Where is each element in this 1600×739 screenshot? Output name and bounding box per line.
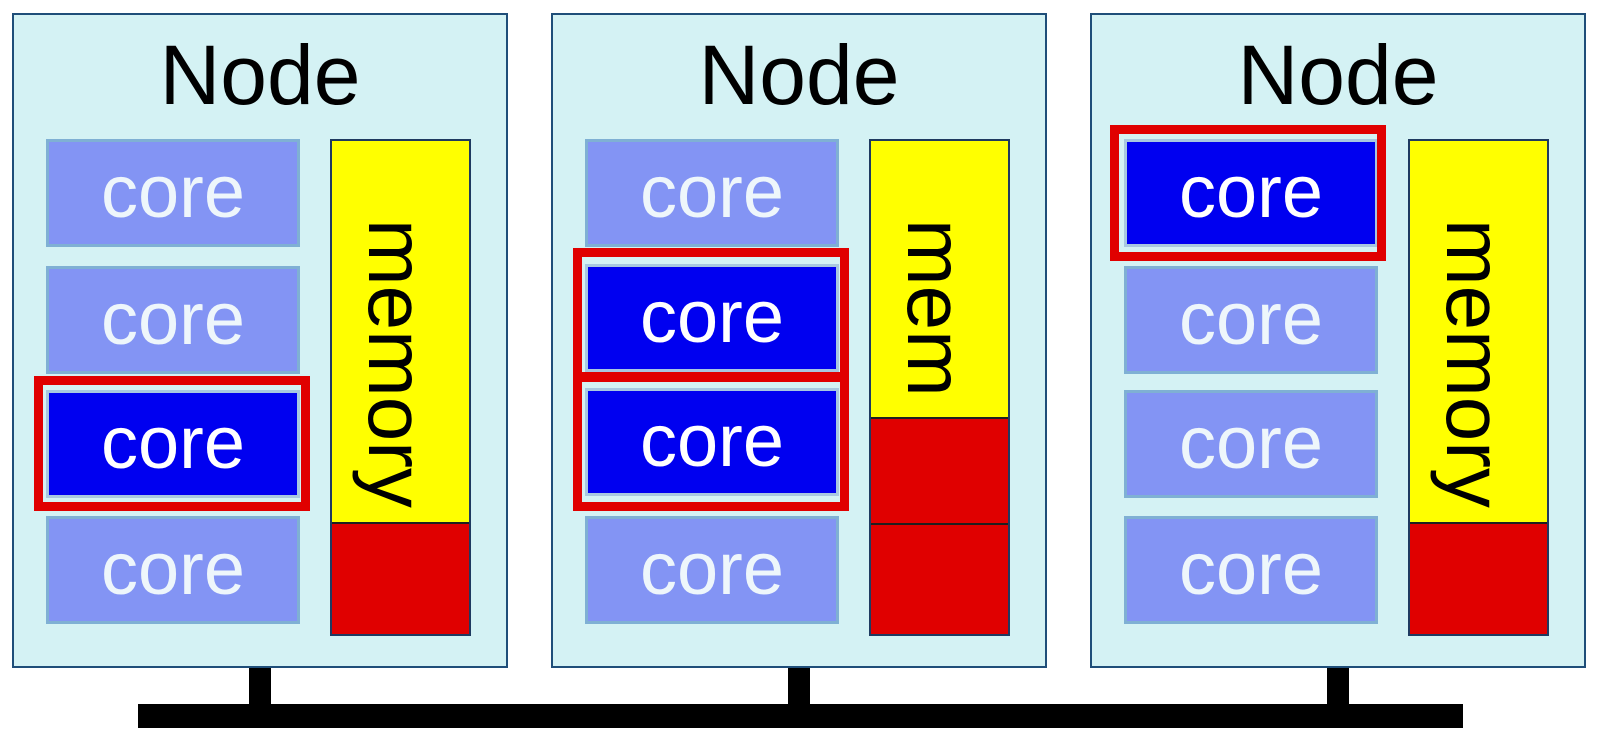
node-1-connector: [249, 668, 271, 708]
memory-used-block: [871, 523, 1008, 634]
core-selection-highlight: [1110, 125, 1386, 261]
core-selection-highlight: [573, 373, 849, 511]
node-3-connector: [1327, 668, 1349, 708]
memory-bar: memory: [330, 139, 471, 636]
core-1: core: [585, 139, 839, 247]
memory-used-block: [332, 522, 469, 634]
memory-used-block: [1410, 522, 1547, 634]
core-3-active: core: [585, 388, 839, 496]
memory-label: memory: [352, 219, 441, 508]
core-4: core: [1124, 516, 1378, 624]
core-selection-highlight: [34, 376, 310, 511]
memory-used-block: [871, 417, 1008, 525]
node-2-connector: [788, 668, 810, 708]
core-1-active: core: [1124, 139, 1378, 247]
node-title: Node: [1237, 28, 1439, 122]
node-2: Node core core core core mem: [551, 13, 1047, 668]
core-3-active: core: [46, 390, 300, 498]
node-1: Node core core core core memory: [12, 13, 508, 668]
core-selection-highlight: [573, 248, 849, 381]
core-1: core: [46, 139, 300, 247]
core-2: core: [46, 266, 300, 374]
interconnect-bus: [138, 704, 1463, 728]
core-4: core: [46, 516, 300, 624]
memory-label: mem: [891, 219, 980, 397]
node-title: Node: [159, 28, 361, 122]
core-4: core: [585, 516, 839, 624]
memory-bar: memory: [1408, 139, 1549, 636]
core-2: core: [1124, 266, 1378, 374]
memory-label: memory: [1430, 219, 1519, 508]
core-3: core: [1124, 390, 1378, 498]
node-title: Node: [698, 28, 900, 122]
memory-bar: mem: [869, 139, 1010, 636]
core-2-active: core: [585, 264, 839, 372]
node-3: Node core core core core memory: [1090, 13, 1586, 668]
